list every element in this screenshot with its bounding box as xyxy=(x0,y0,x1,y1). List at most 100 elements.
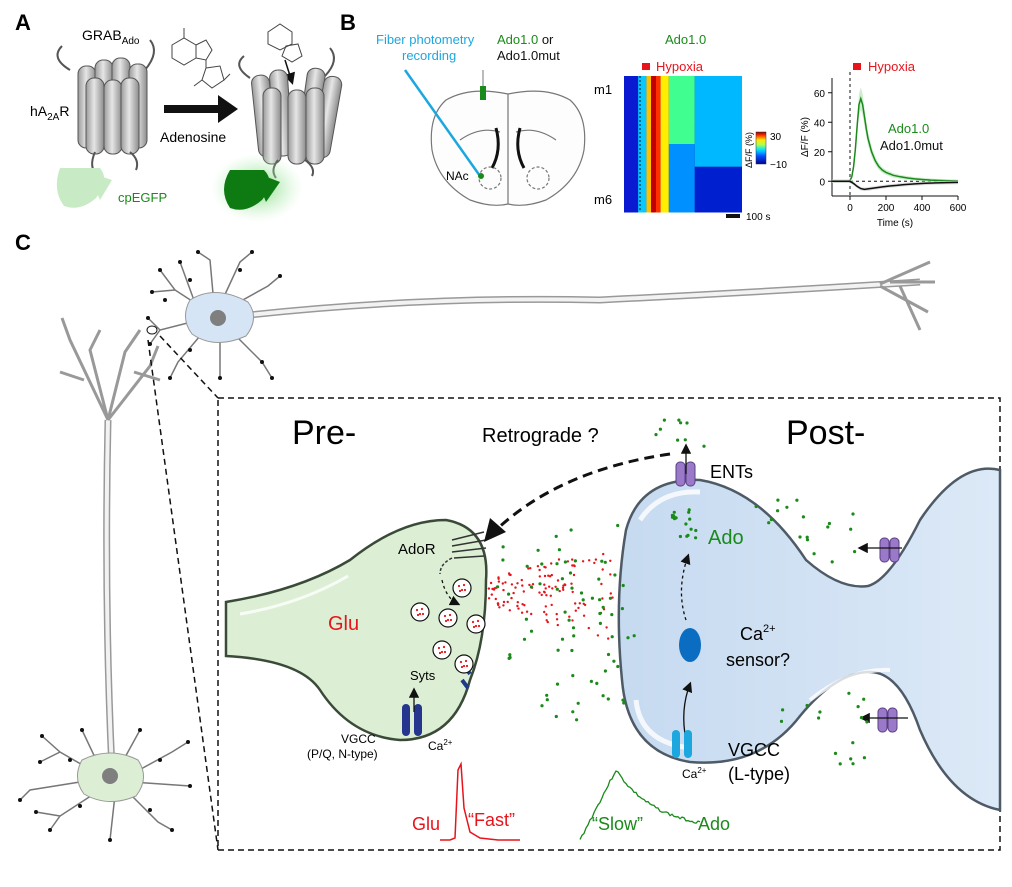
adenosine-dot xyxy=(603,669,608,673)
heatmap-cell xyxy=(624,98,639,122)
heatmap-cell xyxy=(646,166,652,190)
heatmap-cell xyxy=(668,76,695,100)
glutamate-dot xyxy=(502,600,506,604)
adenosine-dot xyxy=(571,674,575,678)
glutamate-dot xyxy=(581,560,585,563)
heatmap-cell xyxy=(646,144,652,168)
adenosine-dot xyxy=(608,596,613,600)
glutamate-dot xyxy=(516,601,519,604)
glutamate-dot xyxy=(574,602,577,605)
glutamate-dot xyxy=(549,594,552,597)
heatmap xyxy=(624,76,742,213)
glutamate-dot xyxy=(487,587,491,590)
adenosine-dot xyxy=(581,598,585,602)
glutamate-dot xyxy=(572,573,576,577)
panel-b: B Fiber photometry recording Ado1.0 or A… xyxy=(340,10,967,229)
glutamate-dot xyxy=(543,565,546,569)
fiber-line-icon xyxy=(403,69,482,177)
glutamate-dot xyxy=(508,609,511,612)
heatmap-cell xyxy=(638,189,647,213)
adenosine-dot xyxy=(678,534,683,539)
adenosine-dot xyxy=(557,548,562,552)
vgcc-post-type: (L-type) xyxy=(728,764,790,784)
transition-arrow-icon xyxy=(164,95,238,123)
adenosine-dot xyxy=(554,534,558,539)
adenosine-dot xyxy=(817,716,821,720)
brain-slice-icon xyxy=(430,90,586,206)
glutamate-dot xyxy=(600,582,603,586)
heatmap-cell xyxy=(638,121,647,145)
glutamate-dot xyxy=(594,558,598,561)
heatmap-cell xyxy=(624,189,639,213)
adenosine-dot xyxy=(571,710,575,714)
adenosine-dot xyxy=(522,637,527,641)
adenosine-dot xyxy=(595,681,599,686)
adenosine-dot xyxy=(606,697,610,701)
adenosine-dot xyxy=(805,538,810,542)
heatmap-cell xyxy=(660,189,669,213)
adenosine-dot xyxy=(672,510,676,514)
glutamate-dot xyxy=(556,623,559,627)
adoR-receptor-icon xyxy=(439,531,487,575)
adenosine-dot xyxy=(683,438,687,442)
glutamate-dot xyxy=(582,614,586,617)
glutamate-dot xyxy=(502,604,505,607)
x-tick-label: 0 xyxy=(847,203,853,214)
adenosine-dot xyxy=(801,515,806,519)
heatmap-cell xyxy=(694,121,742,145)
adenosine-label: Adenosine xyxy=(160,129,226,145)
heatmap-cell xyxy=(646,98,652,122)
hypoxia-bar-icon xyxy=(642,63,650,70)
retrograde-arrow-icon xyxy=(494,452,671,532)
glutamate-dot xyxy=(582,602,585,605)
adenosine-dot xyxy=(654,433,658,437)
glutamate-dot xyxy=(558,589,561,593)
heatmap-cell xyxy=(651,76,656,100)
heatmap-cell xyxy=(660,98,669,122)
adenosine-dot xyxy=(538,582,542,586)
glutamate-dot xyxy=(571,590,574,594)
adenosine-dot xyxy=(826,525,830,529)
heatmap-cell xyxy=(668,166,695,190)
glutamate-dot xyxy=(596,634,600,637)
adenosine-dot xyxy=(620,607,625,611)
adenosine-dot xyxy=(676,438,680,442)
glutamate-dot xyxy=(554,585,557,588)
vesicle-icon xyxy=(466,614,486,634)
heatmap-cell xyxy=(694,76,742,100)
glutamate-dot xyxy=(490,593,493,596)
adenosine-dot xyxy=(555,682,560,686)
glutamate-dot xyxy=(557,558,561,561)
adenosine-dot xyxy=(776,498,780,502)
glutamate-dot xyxy=(609,592,612,595)
receptor-active-icon xyxy=(238,23,343,179)
adenosine-dot xyxy=(785,505,789,509)
adenosine-dot xyxy=(851,512,855,516)
glutamate-dot xyxy=(574,609,577,612)
glutamate-dot xyxy=(510,596,513,600)
vesicles xyxy=(410,578,486,674)
glutamate-dot xyxy=(545,613,548,616)
adenosine-dot xyxy=(610,635,614,639)
adenosine-dot xyxy=(687,510,691,514)
glutamate-dot xyxy=(543,610,546,614)
adenosine-dot xyxy=(662,418,667,422)
glutamate-dot xyxy=(542,590,546,593)
glutamate-dot xyxy=(555,618,559,621)
adenosine-dot xyxy=(598,598,602,602)
glutamate-dot xyxy=(550,573,553,577)
adenosine-dot xyxy=(556,648,560,652)
heatmap-cell xyxy=(646,189,652,213)
glutamate-dot xyxy=(538,575,541,578)
glutamate-dot xyxy=(601,568,604,571)
glutamate-dot xyxy=(545,619,548,622)
panel-letter-b: B xyxy=(340,10,356,35)
adoR-label: AdoR xyxy=(398,541,436,558)
adenosine-dot xyxy=(851,741,855,745)
glutamate-dot xyxy=(521,584,524,587)
adenosine-dot xyxy=(563,610,567,614)
y-tick-label: 20 xyxy=(814,148,826,159)
glutamate-dot xyxy=(571,619,574,622)
adenosine-dot xyxy=(540,562,544,566)
heatmap-cell xyxy=(655,98,661,122)
